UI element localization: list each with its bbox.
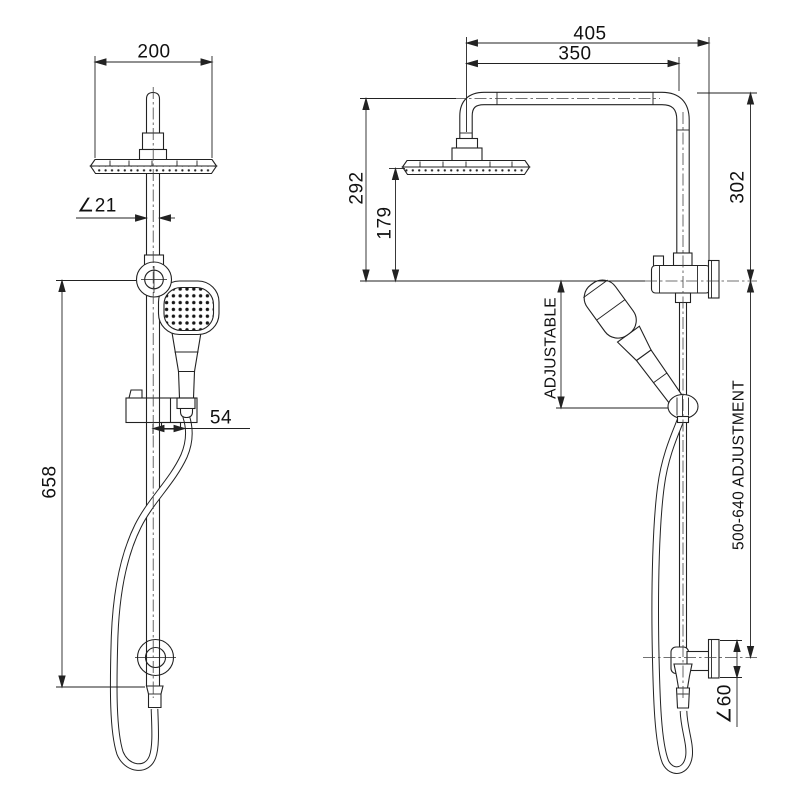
- side-hand-shower-head: [583, 279, 637, 339]
- dim-label-rail-length: 658: [39, 465, 61, 499]
- dim-label-rail-adjustment: 500-640 ADJUSTMENT: [730, 380, 748, 550]
- front-hand-shower: [157, 280, 220, 419]
- side-head-nozzles: [401, 166, 531, 176]
- front-hand-shower-grip: [177, 370, 196, 399]
- front-hand-shower-face: [163, 286, 215, 332]
- dim-flange-diameter-lines: [720, 638, 742, 727]
- side-diverter-body: [650, 264, 711, 294]
- side-hand-shower: [583, 279, 683, 405]
- front-rail-end-nut: [145, 685, 164, 709]
- front-lower-bracket: [135, 638, 176, 677]
- dim-hose-offset-lines: [151, 424, 250, 434]
- front-hose: [109, 414, 193, 771]
- dim-adjustable-lines: [556, 279, 668, 410]
- dim-label-head-width: 200: [137, 41, 171, 63]
- side-head-base: [451, 147, 483, 162]
- dim-riser-height-lines: [697, 91, 757, 660]
- side-view: [372, 91, 757, 774]
- dim-reach-lines: [464, 37, 711, 260]
- dimension-lines: [56, 37, 757, 727]
- dim-head-drop-lines: [360, 96, 645, 283]
- dim-label-head-clearance: 179: [374, 206, 396, 240]
- dim-head-width-lines: [93, 56, 214, 158]
- front-hand-shower-nut: [176, 397, 196, 410]
- dim-label-flange-diameter: ∠60: [714, 684, 736, 724]
- front-upper-bracket: [135, 254, 173, 298]
- side-head-ball-nut: [455, 137, 479, 150]
- front-view: [89, 87, 220, 771]
- dim-label-overall-reach: 405: [573, 23, 607, 45]
- side-hose: [651, 417, 694, 774]
- side-diverter-lever: [652, 255, 665, 268]
- dim-label-head-drop: 292: [346, 171, 368, 205]
- dim-label-riser-height: 302: [727, 170, 749, 204]
- side-centerlines: [372, 98, 757, 700]
- dim-label-riser-diameter: ∠21: [77, 195, 117, 217]
- dim-label-hose-offset: 54: [209, 407, 233, 429]
- side-upper-wall-flange: [707, 259, 720, 299]
- dim-label-adjustable: ADJUSTABLE: [542, 297, 560, 399]
- dim-rail-length-lines: [56, 278, 145, 689]
- dim-label-arm-reach: 350: [558, 43, 592, 65]
- side-lower-wall-flange: [707, 638, 720, 679]
- side-overhead-shower: [401, 137, 531, 176]
- dim-riser-diameter-lines: [76, 214, 175, 222]
- front-hand-shower-tail: [179, 407, 194, 419]
- side-rail: [678, 302, 688, 664]
- side-upper-bracket: [650, 252, 720, 304]
